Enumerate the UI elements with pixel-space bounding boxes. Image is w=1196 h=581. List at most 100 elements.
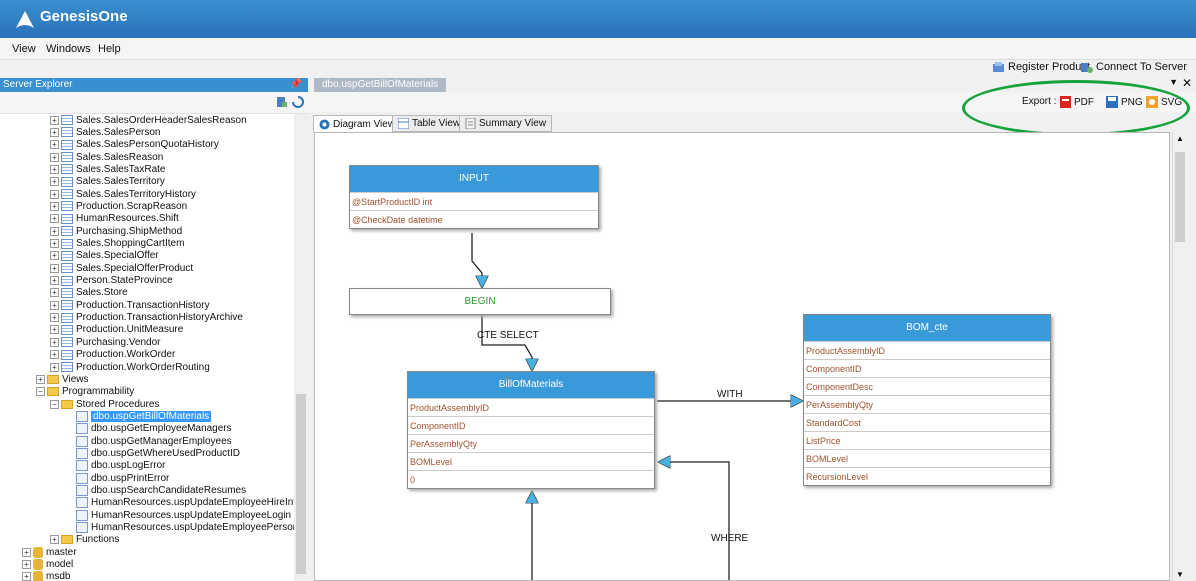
expand-icon[interactable]: + bbox=[50, 177, 59, 187]
scroll-up-icon[interactable]: ▲ bbox=[1176, 134, 1184, 143]
tree-item-table[interactable]: +Production.UnitMeasure bbox=[50, 324, 183, 336]
tree-item-database[interactable]: +msdb bbox=[22, 571, 70, 581]
tree-item-table[interactable]: +Sales.Store bbox=[50, 287, 128, 299]
close-icon[interactable]: ✕ bbox=[1181, 76, 1192, 90]
expand-icon[interactable]: + bbox=[50, 127, 59, 137]
tab-summary-view[interactable]: Summary View bbox=[459, 115, 553, 132]
expand-icon[interactable]: + bbox=[22, 572, 31, 581]
expand-icon[interactable]: + bbox=[50, 140, 59, 150]
tree-item-table[interactable]: +Sales.SalesPersonQuotaHistory bbox=[50, 139, 219, 151]
diagram-scroll-thumb[interactable] bbox=[1175, 152, 1185, 242]
tree-item-table[interactable]: +Sales.SalesTaxRate bbox=[50, 163, 166, 175]
tree-item-table[interactable]: +Production.WorkOrder bbox=[50, 349, 175, 361]
tree-item-procedure[interactable]: HumanResources.uspUpdateEmployeeLogin bbox=[76, 509, 291, 521]
tab-diagram-view[interactable]: Diagram View bbox=[313, 115, 402, 133]
collapse-icon[interactable]: − bbox=[36, 387, 45, 397]
tree-item-table[interactable]: +Production.WorkOrderRouting bbox=[50, 361, 210, 373]
tree-item-stored-procedures[interactable]: −Stored Procedures bbox=[50, 398, 159, 410]
bom-cte-node[interactable]: BOM_cte ProductAssemblyID ComponentID Co… bbox=[803, 314, 1051, 486]
diagram-scrollbar[interactable]: ▲ ▼ bbox=[1172, 132, 1187, 581]
expand-icon[interactable]: + bbox=[50, 263, 59, 273]
tree-item-table[interactable]: +Sales.ShoppingCartItem bbox=[50, 238, 184, 250]
expand-icon[interactable]: + bbox=[36, 374, 45, 384]
bom-cte-field: BOMLevel bbox=[804, 449, 1050, 467]
expand-icon[interactable]: + bbox=[50, 350, 59, 360]
tree-item-database[interactable]: +master bbox=[22, 546, 77, 558]
refresh-icon[interactable] bbox=[292, 96, 304, 108]
expand-icon[interactable]: + bbox=[50, 337, 59, 347]
tree-item-table[interactable]: +Production.ScrapReason bbox=[50, 200, 187, 212]
pin-icon[interactable]: 📌 bbox=[289, 79, 302, 90]
expand-icon[interactable]: + bbox=[50, 325, 59, 335]
expand-icon[interactable]: + bbox=[50, 300, 59, 310]
expand-icon[interactable]: + bbox=[50, 201, 59, 211]
diagram-canvas[interactable]: INPUT @StartProductID int @CheckDate dat… bbox=[314, 132, 1170, 581]
scroll-down-icon[interactable]: ▼ bbox=[1176, 570, 1184, 579]
table-icon bbox=[61, 127, 73, 138]
tree-item-programmability[interactable]: −Programmability bbox=[36, 386, 134, 398]
expand-icon[interactable]: + bbox=[50, 313, 59, 323]
menu-help[interactable]: Help bbox=[98, 43, 121, 55]
expand-icon[interactable]: + bbox=[50, 164, 59, 174]
tree-item-procedure[interactable]: dbo.uspGetEmployeeManagers bbox=[76, 423, 232, 435]
expand-icon[interactable]: + bbox=[22, 547, 31, 557]
tree-item-table[interactable]: +Sales.SpecialOffer bbox=[50, 250, 159, 262]
tree-item-label: Production.TransactionHistoryArchive bbox=[76, 312, 243, 324]
tree-item-procedure[interactable]: dbo.uspGetBillOfMaterials bbox=[76, 410, 212, 422]
begin-node[interactable]: BEGIN bbox=[349, 288, 611, 315]
bom-field: ComponentID bbox=[408, 416, 654, 434]
expand-icon[interactable]: + bbox=[50, 288, 59, 298]
expand-icon[interactable]: + bbox=[50, 239, 59, 248]
tree-item-table[interactable]: +Purchasing.Vendor bbox=[50, 336, 161, 348]
tree-item-table[interactable]: + Production.TransactionHistoryArchive bbox=[50, 312, 243, 324]
menu-windows[interactable]: Windows bbox=[46, 43, 91, 55]
tab-uspgetbillofmaterials[interactable]: dbo.uspGetBillOfMaterials bbox=[314, 78, 447, 92]
expand-icon[interactable]: + bbox=[50, 115, 59, 125]
stored-procedure-icon bbox=[76, 497, 88, 509]
expand-icon[interactable]: + bbox=[50, 535, 59, 545]
tab-table-view[interactable]: Table View bbox=[392, 115, 467, 132]
expand-icon[interactable]: + bbox=[50, 362, 59, 372]
expand-icon[interactable]: + bbox=[50, 189, 59, 199]
register-product-button[interactable]: Register Product bbox=[992, 60, 1090, 74]
expand-icon[interactable]: + bbox=[22, 560, 31, 570]
tree-item-functions[interactable]: +Functions bbox=[50, 534, 119, 546]
collapse-icon[interactable]: − bbox=[50, 399, 59, 409]
tree-item-table[interactable]: +Sales.SalesReason bbox=[50, 151, 163, 163]
tree-item-database[interactable]: +model bbox=[22, 559, 73, 571]
tree-item-table[interactable]: +Sales.SalesPerson bbox=[50, 126, 161, 138]
expand-icon[interactable]: + bbox=[50, 276, 59, 286]
expand-icon[interactable]: + bbox=[50, 226, 59, 236]
tree-item-table[interactable]: +Sales.SalesOrderHeaderSalesReason bbox=[50, 114, 247, 126]
tree-item-procedure[interactable]: dbo.uspSearchCandidateResumes bbox=[76, 485, 246, 497]
tree-item-views[interactable]: +Views bbox=[36, 373, 89, 385]
tree-item-table[interactable]: +Production.TransactionHistory bbox=[50, 299, 210, 311]
connector-begin-bom bbox=[481, 315, 532, 369]
tree-item-table[interactable]: +Sales.SalesTerritoryHistory bbox=[50, 188, 196, 200]
tree-item-table[interactable]: +Sales.SpecialOfferProduct bbox=[50, 262, 193, 274]
tree-item-procedure[interactable]: dbo.uspPrintError bbox=[76, 472, 169, 484]
tree-item-procedure[interactable]: dbo.uspLogError bbox=[76, 460, 166, 472]
connect-db-icon[interactable] bbox=[276, 96, 288, 108]
tree-item-procedure[interactable]: dbo.uspGetWhereUsedProductID bbox=[76, 447, 240, 459]
billofmaterials-node[interactable]: BillOfMaterials ProductAssemblyID Compon… bbox=[407, 371, 655, 489]
connect-to-server-button[interactable]: Connect To Server bbox=[1080, 60, 1187, 74]
tree-item-table[interactable]: +Sales.SalesTerritory bbox=[50, 176, 165, 188]
expand-icon[interactable]: + bbox=[50, 214, 59, 224]
tree-item-procedure[interactable]: dbo.uspGetManagerEmployees bbox=[76, 435, 232, 447]
tree-item-procedure[interactable]: HumanResources.uspUpdateEmployeePersonal… bbox=[76, 522, 294, 534]
bom-cte-field: ProductAssemblyID bbox=[804, 341, 1050, 359]
expand-icon[interactable]: + bbox=[50, 251, 59, 261]
tree-item-table[interactable]: +Purchasing.ShipMethod bbox=[50, 225, 182, 237]
tree-item-table[interactable]: +Person.StateProvince bbox=[50, 275, 173, 287]
explorer-scrollbar[interactable] bbox=[294, 114, 308, 581]
chevron-down-icon[interactable]: ▼ bbox=[1169, 77, 1178, 87]
explorer-scroll-thumb[interactable] bbox=[296, 394, 306, 574]
expand-icon[interactable]: + bbox=[50, 152, 59, 162]
tree-item-procedure[interactable]: HumanResources.uspUpdateEmployeeHireInfo bbox=[76, 497, 294, 509]
menu-view[interactable]: View bbox=[12, 43, 36, 55]
tree-item-label: dbo.uspGetEmployeeManagers bbox=[91, 423, 232, 435]
input-node[interactable]: INPUT @StartProductID int @CheckDate dat… bbox=[349, 165, 599, 229]
stored-procedure-icon bbox=[76, 410, 88, 422]
tree-item-table[interactable]: +HumanResources.Shift bbox=[50, 213, 179, 225]
